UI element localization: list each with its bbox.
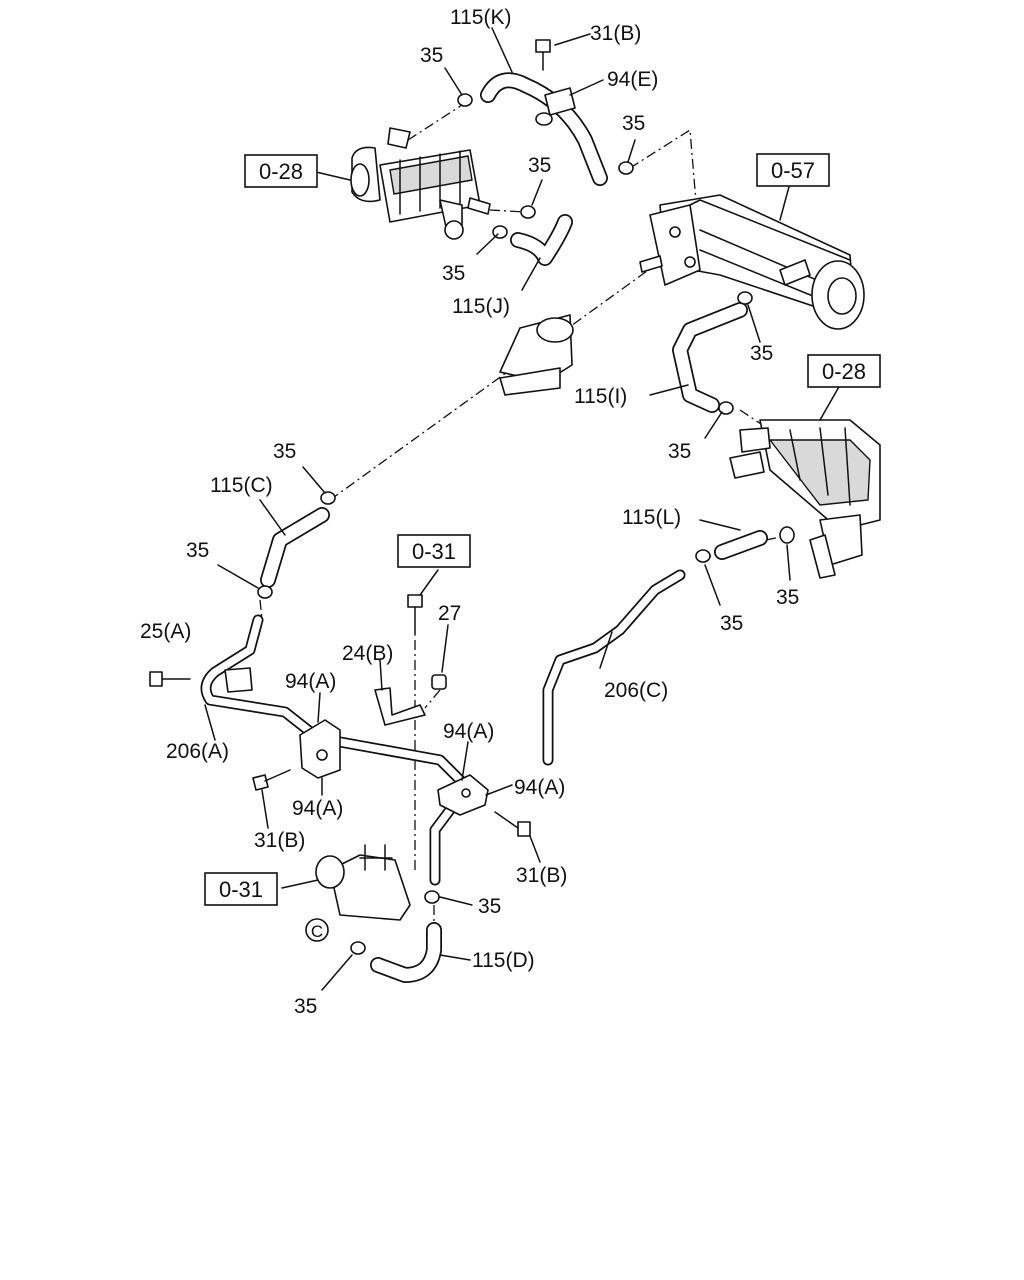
part-labels: 115(K) 31(B) 94(E) 35 35 35 35 115(J) 35… (140, 6, 799, 1018)
ref-box-057 (756, 153, 830, 187)
label-35-h: 35 (186, 539, 209, 562)
label-115l: 115(L) (622, 506, 681, 529)
label-31b-right: 31(B) (516, 864, 567, 887)
label-35-g: 35 (273, 440, 296, 463)
label-35-b: 35 (622, 112, 645, 135)
label-94a-4: 94(A) (292, 797, 343, 820)
connector-callout-c: C (305, 918, 329, 942)
reference-boxes: 0-28 0-57 0-28 0-31 0-31 (204, 153, 881, 906)
label-115i: 115(I) (574, 385, 627, 408)
label-115d: 115(D) (472, 949, 535, 972)
label-94a-3: 94(A) (514, 776, 565, 799)
ref-031-mid: 0-31 (412, 539, 456, 564)
label-35-j: 35 (776, 586, 799, 609)
label-24b: 24(B) (342, 642, 393, 665)
egr-valve-right (729, 419, 881, 579)
label-115c: 115(C) (210, 474, 273, 497)
thermostat-housing (315, 844, 411, 921)
label-35-i: 35 (720, 612, 743, 635)
label-25a: 25(A) (140, 620, 191, 643)
label-35-d: 35 (442, 262, 465, 285)
ref-box-031-bottom (204, 872, 278, 906)
label-31b-top: 31(B) (590, 22, 641, 45)
label-35-a: 35 (420, 44, 443, 67)
fasteners (149, 39, 795, 955)
ref-box-028-right (807, 354, 881, 388)
label-115k: 115(K) (450, 6, 511, 29)
label-35-k: 35 (478, 895, 501, 918)
ref-057: 0-57 (771, 158, 815, 183)
label-leaders (204, 27, 841, 991)
label-206a: 206(A) (166, 740, 229, 763)
label-35-e: 35 (750, 342, 773, 365)
ref-028-right: 0-28 (822, 359, 866, 384)
water-outlet-housing (499, 314, 574, 396)
label-206c: 206(C) (604, 679, 668, 702)
label-94a-2: 94(A) (443, 720, 494, 743)
callout-c-circle (305, 918, 329, 942)
ref-box-028-top (244, 154, 318, 188)
label-27: 27 (438, 602, 461, 625)
label-35-f: 35 (668, 440, 691, 463)
ref-box-031-mid (397, 534, 471, 568)
label-35-l: 35 (294, 995, 317, 1018)
label-94a-1: 94(A) (285, 670, 336, 693)
hoses (260, 72, 768, 983)
label-115j: 115(J) (452, 295, 510, 318)
callout-c-letter: C (311, 922, 323, 941)
label-35-c: 35 (528, 154, 551, 177)
label-31b-left: 31(B) (254, 829, 305, 852)
ref-028-top: 0-28 (259, 159, 303, 184)
egr-cooler-left (350, 127, 491, 240)
label-94e: 94(E) (607, 68, 658, 91)
ref-031-bottom: 0-31 (219, 877, 263, 902)
egr-cooler-main (639, 194, 865, 330)
